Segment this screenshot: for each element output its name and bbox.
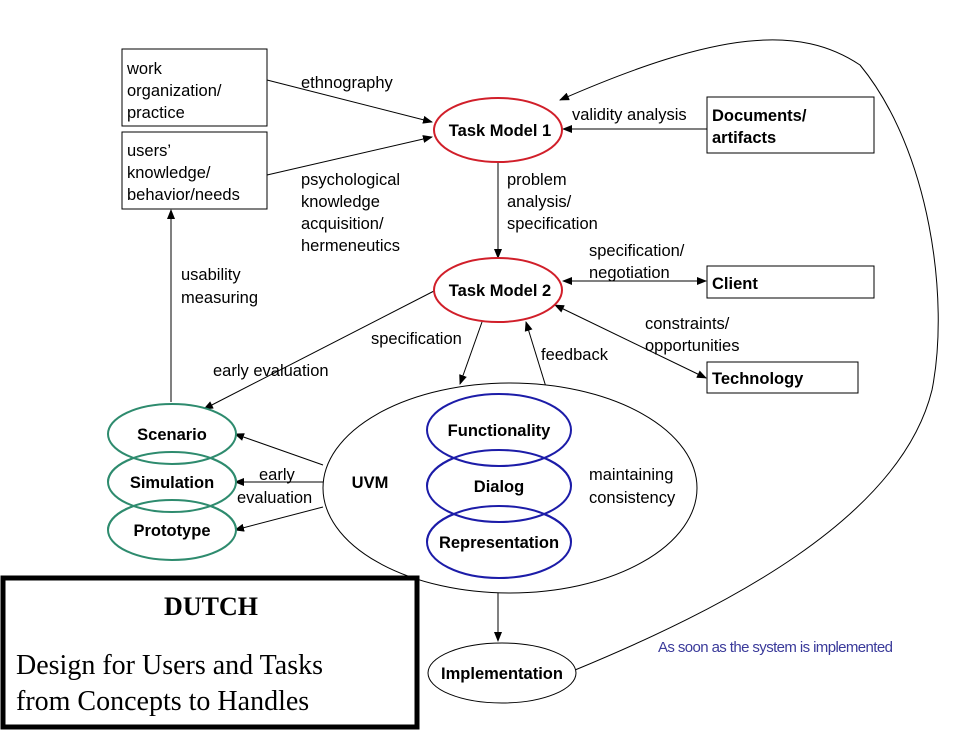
edge-specification <box>459 321 483 385</box>
label-usability: usability <box>181 266 241 284</box>
box-users-knowledge-line: knowledge/ <box>127 164 211 182</box>
label-early-evaluation-mid: early <box>259 466 296 484</box>
edge-uvm-scenario <box>234 433 324 466</box>
label-problem-analysis: analysis/ <box>507 193 572 211</box>
node-functionality: Functionality <box>426 393 572 467</box>
edge-feedback <box>524 321 547 388</box>
task-model-2-label: Task Model 2 <box>449 282 551 300</box>
label-psychological: knowledge <box>301 193 380 211</box>
label-specification: specification <box>371 330 462 348</box>
box-work-organization: work organization/ practice <box>121 48 268 127</box>
box-technology-label: Technology <box>712 370 804 388</box>
box-documents-line: Documents/ <box>712 107 807 125</box>
uvm-label: UVM <box>352 474 389 492</box>
label-psychological: hermeneutics <box>301 237 400 255</box>
edge-uvm-prototype <box>234 506 324 532</box>
label-spec-negotiation: negotiation <box>589 264 670 282</box>
prototype-label: Prototype <box>133 522 210 540</box>
scenario-label: Scenario <box>137 426 207 444</box>
subtitle-line: from Concepts to Handles <box>16 686 309 717</box>
label-early-evaluation-mid: evaluation <box>237 489 312 507</box>
box-client-label: Client <box>712 275 758 293</box>
label-maintaining-consistency: maintaining <box>589 466 673 484</box>
box-technology: Technology <box>706 361 859 394</box>
box-work-organization-line: work <box>126 60 163 78</box>
label-maintaining-consistency: consistency <box>589 489 676 507</box>
edge-implementation-feedback-loop <box>559 39 939 671</box>
label-validity-analysis: validity analysis <box>572 106 687 124</box>
label-as-soon-as-implemented: As soon as the system is implemented <box>658 639 893 656</box>
box-work-organization-line: organization/ <box>127 82 222 100</box>
label-constraints: opportunities <box>645 337 739 355</box>
label-psychological: psychological <box>301 171 400 189</box>
edge-psychological <box>266 135 433 176</box>
title-dutch: DUTCH <box>164 592 258 621</box>
implementation-label: Implementation <box>441 665 563 683</box>
label-problem-analysis: specification <box>507 215 598 233</box>
node-implementation: Implementation <box>427 642 577 704</box>
label-usability: measuring <box>181 289 258 307</box>
representation-label: Representation <box>439 534 559 552</box>
simulation-label: Simulation <box>130 474 214 492</box>
box-documents: Documents/ artifacts <box>706 96 875 154</box>
label-feedback: feedback <box>541 346 609 364</box>
label-ethnography: ethnography <box>301 74 393 92</box>
edge-constraints <box>554 304 707 379</box>
box-users-knowledge-line: behavior/needs <box>127 186 240 204</box>
node-task-model-2: Task Model 2 <box>433 257 563 323</box>
box-client: Client <box>706 265 875 299</box>
subtitle-line: Design for Users and Tasks <box>16 650 323 681</box>
functionality-label: Functionality <box>448 422 551 440</box>
label-constraints: constraints/ <box>645 315 730 333</box>
task-model-1-label: Task Model 1 <box>449 122 551 140</box>
node-scenario: Scenario <box>107 403 237 465</box>
dialog-label: Dialog <box>474 478 524 496</box>
label-spec-negotiation: specification/ <box>589 242 685 260</box>
edge-ethnography <box>266 79 433 124</box>
label-early-evaluation-top: early evaluation <box>213 362 329 380</box>
box-users-knowledge-line: users’ <box>127 142 171 160</box>
node-prototype: Prototype <box>107 499 237 561</box>
box-work-organization-line: practice <box>127 104 185 122</box>
title-box: DUTCH Design for Users and Tasks from Co… <box>0 575 420 730</box>
label-problem-analysis: problem <box>507 171 567 189</box>
node-task-model-1: Task Model 1 <box>433 97 563 163</box>
edge-early-eval-top <box>203 290 435 410</box>
label-psychological: acquisition/ <box>301 215 384 233</box>
box-documents-line: artifacts <box>712 129 776 147</box>
box-users-knowledge: users’ knowledge/ behavior/needs <box>121 131 268 210</box>
